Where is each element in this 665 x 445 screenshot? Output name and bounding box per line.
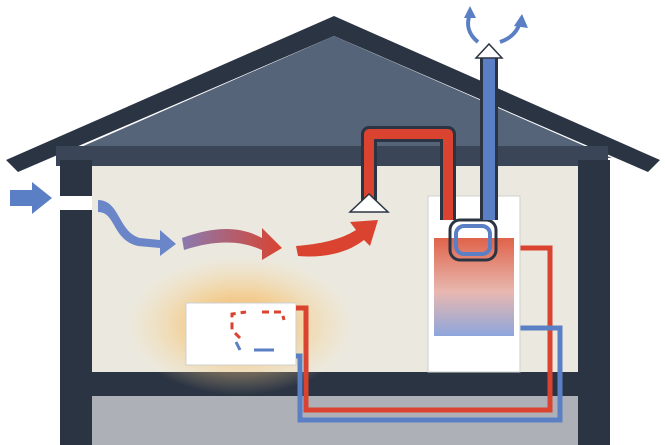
cold-pipe — [296, 325, 563, 423]
stove — [185, 302, 297, 366]
circulation-icon — [234, 341, 242, 351]
exchanger-coil — [448, 218, 498, 262]
curved-arrow-icon — [98, 200, 176, 256]
heat-exchanger-unit — [427, 195, 521, 373]
curved-arrow-icon — [182, 228, 282, 260]
hot-pipe — [296, 245, 553, 413]
curved-arrow-icon — [296, 220, 378, 257]
arrow-up-icon — [514, 14, 528, 28]
duct-hood — [348, 192, 390, 213]
arrow-right-icon — [10, 182, 52, 214]
intake-duct — [348, 126, 456, 220]
circulation-icon — [262, 310, 286, 321]
pipes — [296, 245, 563, 423]
arrow-up-icon — [474, 42, 504, 59]
circulation-icon — [230, 310, 247, 340]
exchanger-coil-inner — [454, 224, 492, 256]
exhaust-duct — [464, 6, 528, 220]
arrow-up-icon — [464, 6, 476, 18]
ceiling-beam — [56, 146, 608, 166]
roof-inner — [56, 36, 612, 158]
floor-beam — [60, 372, 610, 396]
exhaust-curl-icon — [466, 13, 480, 44]
air-flow — [10, 182, 378, 260]
duct-fill — [364, 129, 453, 220]
duct-fill — [483, 58, 495, 220]
right-wall — [578, 160, 610, 445]
